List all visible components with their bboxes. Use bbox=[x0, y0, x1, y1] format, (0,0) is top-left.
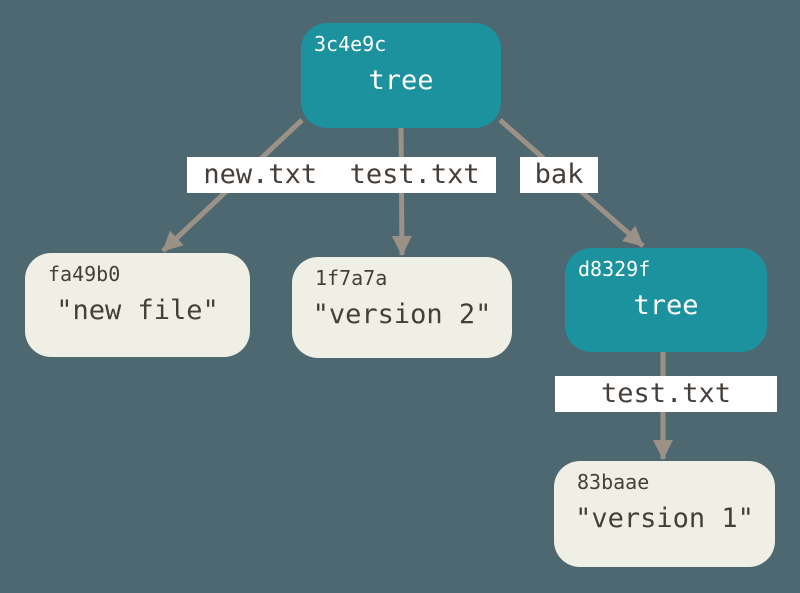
node-type-label: tree bbox=[368, 65, 434, 96]
node-hash: 1f7a7a bbox=[315, 266, 388, 290]
node-content-label: "version 2" bbox=[312, 299, 492, 330]
node-hash: d8329f bbox=[578, 257, 651, 281]
node-tree-3c4e9c: 3c4e9c tree bbox=[301, 23, 501, 128]
node-hash: 3c4e9c bbox=[314, 32, 387, 56]
edge-label-test-txt: test.txt bbox=[555, 376, 777, 412]
node-hash: fa49b0 bbox=[48, 262, 121, 286]
edge-label-bak: bak bbox=[520, 157, 598, 193]
edge-label-new-txt-test-txt: new.txt test.txt bbox=[187, 157, 496, 193]
node-blob-83baae: 83baae "version 1" bbox=[554, 461, 775, 567]
node-tree-d8329f: d8329f tree bbox=[565, 248, 767, 352]
node-hash: 83baae bbox=[577, 470, 650, 494]
node-blob-1f7a7a: 1f7a7a "version 2" bbox=[292, 257, 512, 358]
node-content-label: "version 1" bbox=[575, 503, 754, 534]
node-content-label: "new file" bbox=[56, 295, 219, 326]
node-type-label: tree bbox=[633, 290, 699, 321]
node-blob-fa49b0: fa49b0 "new file" bbox=[25, 253, 250, 357]
